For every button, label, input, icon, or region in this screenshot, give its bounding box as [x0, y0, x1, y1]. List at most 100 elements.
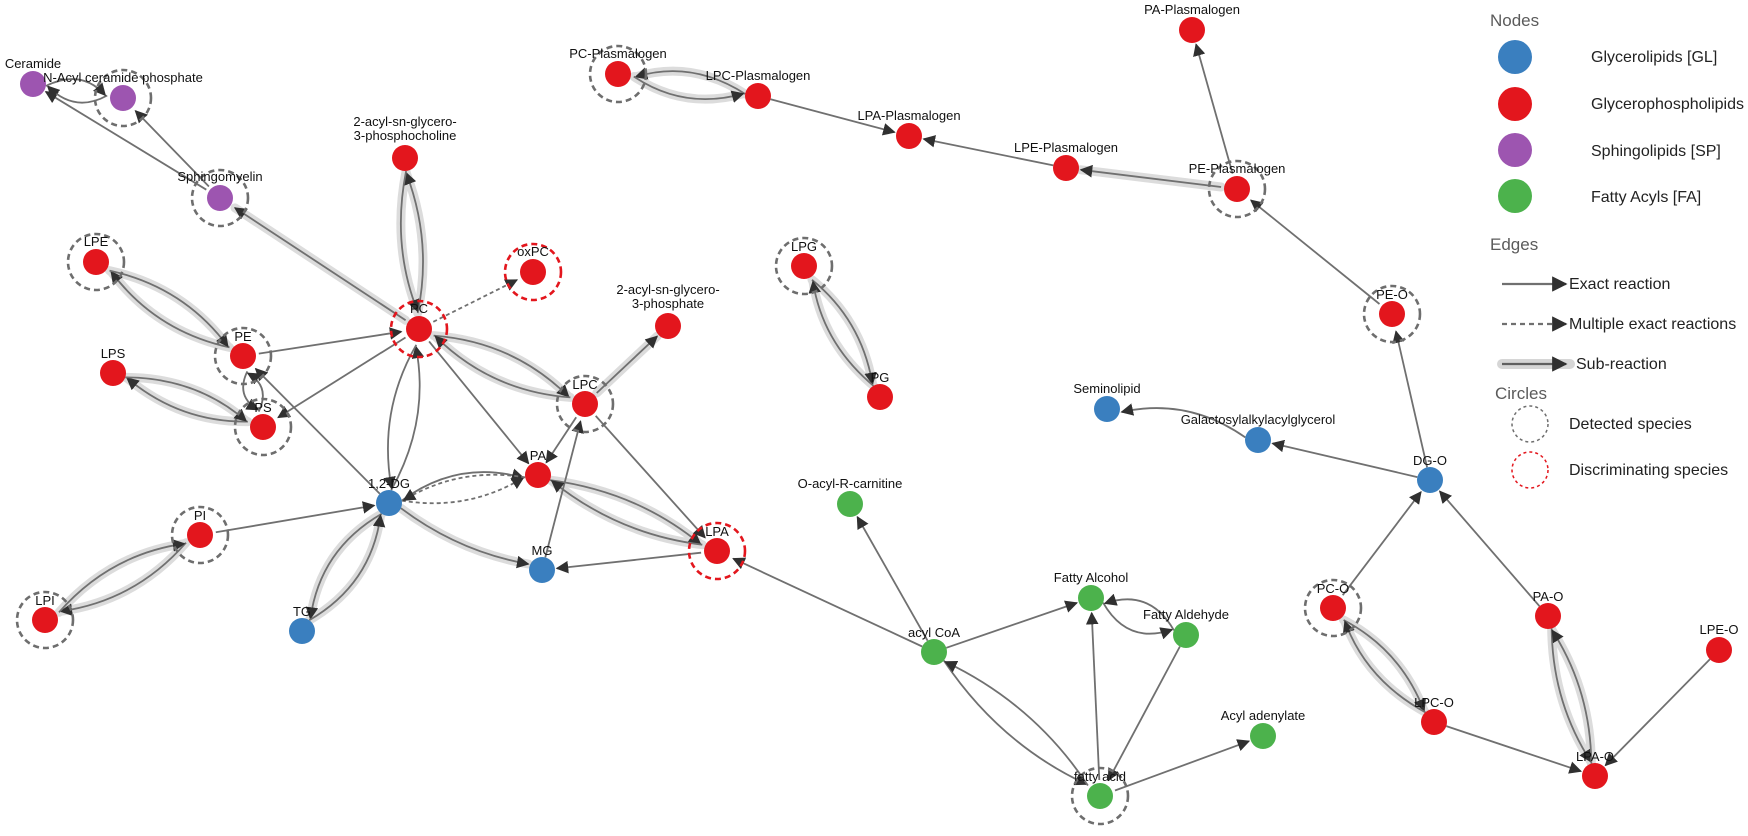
edge-sphingomyelin-to-ceramide	[44, 91, 207, 191]
edge-pc-to-oxpc	[432, 279, 519, 323]
edge-fattyaldehyde-to-fattyacid	[1107, 646, 1181, 782]
node-pa-o[interactable]	[1535, 603, 1561, 629]
edge-lps-to-ps	[125, 376, 248, 422]
node-lpe-o[interactable]	[1706, 637, 1732, 663]
edge-pe-to-ps	[242, 371, 260, 411]
edge-fattyacid-to-acyladenylate	[1114, 739, 1251, 792]
node-lpc-plasmalogen[interactable]	[745, 83, 771, 109]
edge-lpc-to-lpa	[595, 415, 706, 539]
edge-pc-o-to-dg-o	[1341, 490, 1422, 596]
edge-lpa-o-to-pa-o	[1551, 629, 1593, 764]
legend-nodes-heading: Nodes	[1490, 11, 1539, 30]
edge-acylcoa-to-lpa	[732, 557, 923, 648]
edge-fattyalcohol-to-fattyaldehyde	[1102, 602, 1174, 640]
edge-lpi-to-pi-halo	[54, 539, 189, 617]
node-pe-detected-ring	[213, 326, 273, 386]
node-pc-plasmalogen[interactable]	[605, 61, 631, 87]
node-pg-label: PG	[871, 370, 890, 385]
node-lpi-label: LPI	[35, 593, 55, 608]
node-pi[interactable]	[187, 522, 213, 548]
node-12dg-label: 1,2-DG	[368, 476, 410, 491]
edge-acylcoa-to-fattyacid	[943, 659, 1088, 786]
node-lpe-plasmalogen[interactable]	[1053, 155, 1079, 181]
node-lpe-plasmalogen-label: LPE-Plasmalogen	[1014, 140, 1118, 155]
legend: Nodes Glycerolipids [GL] Glycerophosphol…	[1490, 11, 1748, 489]
node-lpa[interactable]	[704, 538, 730, 564]
edge-12dg-to-tg	[305, 513, 383, 620]
node-pe-o[interactable]	[1379, 301, 1405, 327]
node-seminolipid-label: Seminolipid	[1073, 381, 1140, 396]
edge-pa-o-to-dg-o	[1438, 490, 1541, 607]
node-fattyaldehyde[interactable]	[1173, 622, 1199, 648]
node-lpa-o[interactable]	[1582, 763, 1608, 789]
node-ps-label: PS	[254, 400, 272, 415]
node-fattyacid[interactable]	[1087, 783, 1113, 809]
legend-edge-item: Sub-reaction	[1497, 356, 1667, 373]
node-acyladenylate-label: Acyl adenylate	[1221, 708, 1306, 723]
node-sphingomyelin[interactable]	[207, 185, 233, 211]
node-oacylcarnitine[interactable]	[837, 491, 863, 517]
node-pa-label: PA	[530, 448, 547, 463]
node-ceramide[interactable]	[20, 71, 46, 97]
node-pc[interactable]	[406, 316, 432, 342]
edge-tg-to-12dg-halo	[304, 510, 386, 625]
node-galacto[interactable]	[1245, 427, 1271, 453]
node-lpe[interactable]	[83, 249, 109, 275]
edge-pa-to-lpa-halo	[545, 475, 705, 549]
node-mg[interactable]	[529, 557, 555, 583]
edge-pc-o-to-lpc-o-halo	[1339, 615, 1429, 716]
node-pa[interactable]	[525, 462, 551, 488]
node-pa-plasmalogen[interactable]	[1179, 17, 1205, 43]
legend-edge-label: Sub-reaction	[1576, 356, 1667, 373]
node-oxpc[interactable]	[520, 259, 546, 285]
edge-lpa-to-pa-halo	[547, 476, 707, 550]
node-acyladenylate[interactable]	[1250, 723, 1276, 749]
node-n-acyl[interactable]	[110, 85, 136, 111]
node-lpc-o-label: LPC-O	[1414, 695, 1454, 710]
edge-pc-to-12dg	[383, 344, 418, 490]
edge-lpc-plasmalogen-to-pc-plasmalogen	[634, 67, 746, 95]
node-pc-o-detected-ring	[1303, 578, 1363, 638]
legend-node-label: Sphingolipids [SP]	[1591, 143, 1721, 160]
node-lpc-o[interactable]	[1421, 709, 1447, 735]
node-lpg[interactable]	[791, 253, 817, 279]
node-ps[interactable]	[250, 414, 276, 440]
node-fattyalcohol-label: Fatty Alcohol	[1054, 570, 1129, 585]
node-lpa-plasmalogen[interactable]	[896, 123, 922, 149]
node-lpc[interactable]	[572, 391, 598, 417]
node-pc-o[interactable]	[1320, 595, 1346, 621]
legend-node-item: Glycerophospholipids [GP]	[1498, 87, 1748, 121]
node-tg[interactable]	[289, 618, 315, 644]
node-pe-plasmalogen[interactable]	[1224, 176, 1250, 202]
legend-node-item: Fatty Acyls [FA]	[1498, 179, 1701, 213]
node-2acylpc[interactable]	[392, 145, 418, 171]
edge-acylcoa-to-oacylcarnitine	[856, 515, 929, 642]
edge-layer	[44, 43, 1711, 792]
edge-fattyacid-to-acylcoa	[944, 660, 1089, 786]
node-acylcoa[interactable]	[921, 639, 947, 665]
node-2acylpa[interactable]	[655, 313, 681, 339]
node-pc-o-label: PC-O	[1317, 581, 1350, 596]
node-lpi[interactable]	[32, 607, 58, 633]
node-pe-plasmalogen-label: PE-Plasmalogen	[1189, 161, 1286, 176]
node-pc-plasmalogen-detected-ring	[588, 44, 648, 104]
node-fattyalcohol[interactable]	[1078, 585, 1104, 611]
node-fattyacid-label: fatty acid	[1074, 769, 1126, 784]
node-pe[interactable]	[230, 343, 256, 369]
node-lps[interactable]	[100, 360, 126, 386]
node-12dg[interactable]	[376, 490, 402, 516]
node-seminolipid[interactable]	[1094, 396, 1120, 422]
edge-dg-o-to-galacto	[1271, 439, 1418, 478]
node-pg[interactable]	[867, 384, 893, 410]
legend-node-label: Fatty Acyls [FA]	[1591, 189, 1701, 206]
node-sphingomyelin-label: Sphingomyelin	[177, 169, 262, 184]
edge-acylcoa-to-fattyalcohol	[946, 600, 1078, 649]
edge-lpe-to-pe-halo	[105, 266, 233, 351]
edge-pg-to-lpg-halo	[808, 277, 878, 391]
node-layer	[20, 17, 1732, 809]
edge-lpa-to-mg	[555, 551, 702, 574]
edge-12dg-to-tg-halo	[305, 509, 387, 624]
edge-lpa-to-pa	[550, 480, 703, 546]
node-dg-o[interactable]	[1417, 467, 1443, 493]
